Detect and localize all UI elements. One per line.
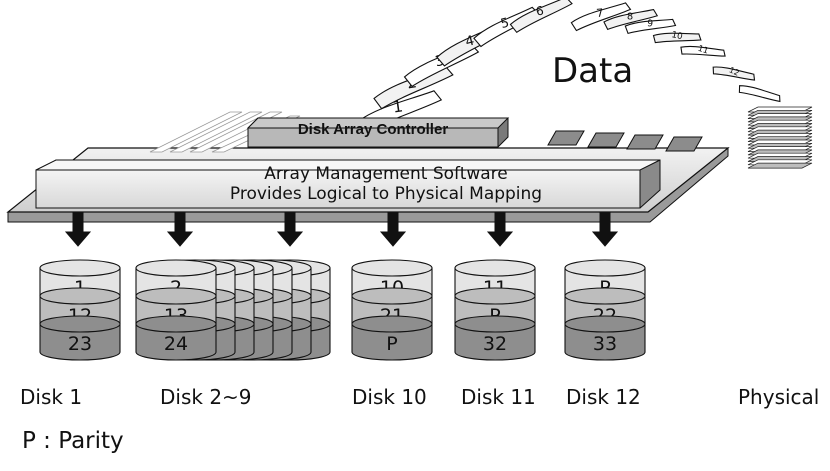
disks: 11223Disk 121324Disk 2~91021PDisk 1011P3… [20, 259, 646, 409]
disk-tier-top [135, 259, 217, 277]
board-chip [626, 134, 664, 150]
disk-cylinder: 21324 [135, 259, 217, 361]
disk: 11P32Disk 11 [454, 259, 536, 409]
down-arrow-icon [166, 211, 194, 247]
down-arrow-icon [591, 211, 619, 247]
disk-block-label: 24 [164, 333, 188, 355]
disk-name-label: Disk 1 [20, 385, 82, 409]
physical-label: Physical [738, 385, 819, 409]
data-page: 10 [652, 30, 702, 44]
disk-tier-top [135, 287, 217, 305]
disk-block-label: 32 [483, 333, 507, 355]
data-page: 8 [603, 8, 659, 31]
software-label-line1: Array Management Software [264, 164, 508, 184]
data-page-number: 6 [535, 3, 545, 18]
parity-legend: P : Parity [22, 428, 124, 454]
disk-tier [454, 323, 536, 361]
disk: 1021P Disk 10 [351, 259, 433, 409]
array-management-software: Array Management Software Provides Logic… [35, 159, 661, 209]
data-label: Data [552, 51, 633, 91]
disk-cylinder: P2233 [564, 259, 646, 361]
disk-tier-top [351, 259, 433, 277]
data-page: 12 [712, 65, 756, 81]
disk-array-controller: Disk Array Controller [246, 117, 510, 148]
disk-tier [564, 323, 646, 361]
data-page-number: 10 [670, 30, 683, 42]
data-page [738, 85, 781, 103]
controller-label: Disk Array Controller [298, 121, 448, 138]
data-page: 11 [680, 43, 726, 57]
disk-tier-top [454, 287, 536, 305]
disk-name-label: Disk 2~9 [160, 385, 252, 409]
disk-name-label: Disk 11 [461, 385, 536, 409]
board-chip [665, 136, 703, 152]
data-page-number: 4 [464, 33, 476, 51]
disk: 11223Disk 1 [20, 259, 121, 409]
data-page-number: 7 [596, 6, 604, 20]
board-chip [547, 130, 585, 146]
disk-name-label: Disk 10 [352, 385, 427, 409]
disk-tier-top [454, 259, 536, 277]
disk-tier [135, 323, 217, 361]
disk-cylinder: 11P32 [454, 259, 536, 361]
down-arrow-icon [64, 211, 92, 247]
disk-block-label: 33 [593, 333, 617, 355]
data-page: 9 [624, 18, 677, 35]
disk-name-label: Disk 12 [566, 385, 641, 409]
disk-tier [39, 323, 121, 361]
board-chips [547, 130, 703, 152]
data-page-number: 5 [499, 15, 511, 32]
data-page-number: 8 [627, 11, 633, 22]
board-chip [587, 132, 625, 148]
mapping-arrows [64, 211, 619, 247]
disk: P2233Disk 12 [564, 259, 646, 409]
data-page-number: 11 [697, 43, 710, 56]
disk-block-label: P [386, 333, 397, 355]
data-page-number: 9 [647, 18, 654, 30]
disk-tier-top [564, 259, 646, 277]
disk: 21324Disk 2~9 [135, 259, 331, 409]
software-label-line2: Provides Logical to Physical Mapping [230, 184, 542, 204]
disk-tier-top [564, 287, 646, 305]
paper-stack [747, 106, 813, 169]
disk-tier-top [39, 315, 121, 333]
disk-tier-top [564, 315, 646, 333]
disk-cylinder: 1021P [351, 259, 433, 361]
disk-tier-top [39, 287, 121, 305]
down-arrow-icon [276, 211, 304, 247]
down-arrow-icon [486, 211, 514, 247]
disk-tier-top [135, 315, 217, 333]
data-page-number: 12 [728, 65, 741, 77]
data-pages: 123456789101112 [356, 0, 781, 134]
disk-cylinder: 11223 [39, 259, 121, 361]
disk-tier [351, 323, 433, 361]
data-page: 6 [509, 0, 573, 34]
stack-sheet [747, 162, 813, 169]
disk-tier-top [351, 287, 433, 305]
down-arrow-icon [379, 211, 407, 247]
disk-tier-top [351, 315, 433, 333]
disk-tier-top [39, 259, 121, 277]
disk-tier-top [454, 315, 536, 333]
disk-block-label: 23 [68, 333, 92, 355]
data-page: 7 [570, 2, 632, 32]
